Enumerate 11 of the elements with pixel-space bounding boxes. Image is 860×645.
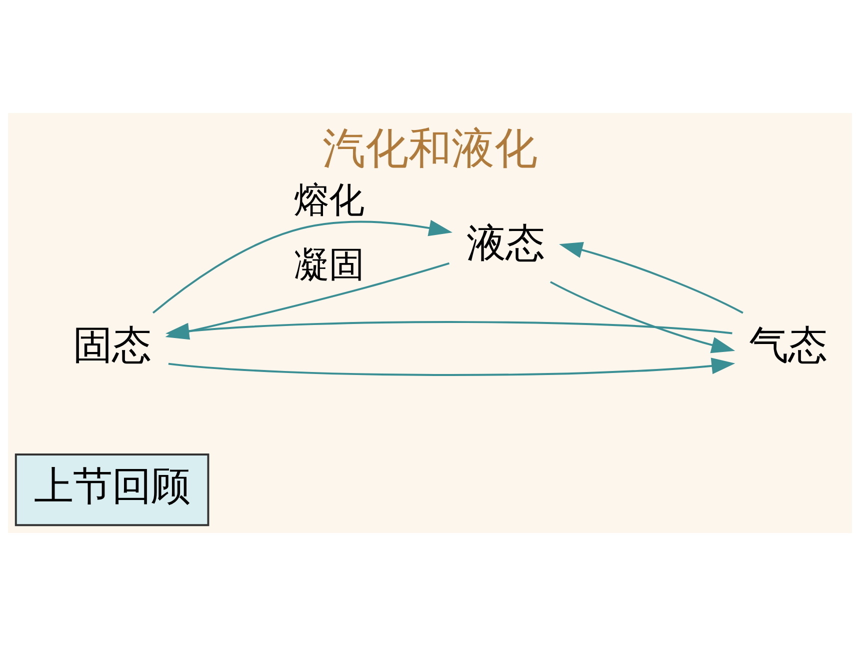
arrow [559,241,744,314]
arrow [152,219,452,314]
diagram-title: 汽化和液化 [322,124,538,174]
arrow [168,357,736,376]
node-box: 上节回顾 [14,453,210,526]
arrow [550,280,736,353]
node-text: 固态 [73,322,152,368]
edge-label: 熔化 [294,179,364,220]
node-text: 液态 [466,220,545,266]
node-text: 气态 [749,322,828,368]
edge-label: 凝固 [294,244,364,286]
